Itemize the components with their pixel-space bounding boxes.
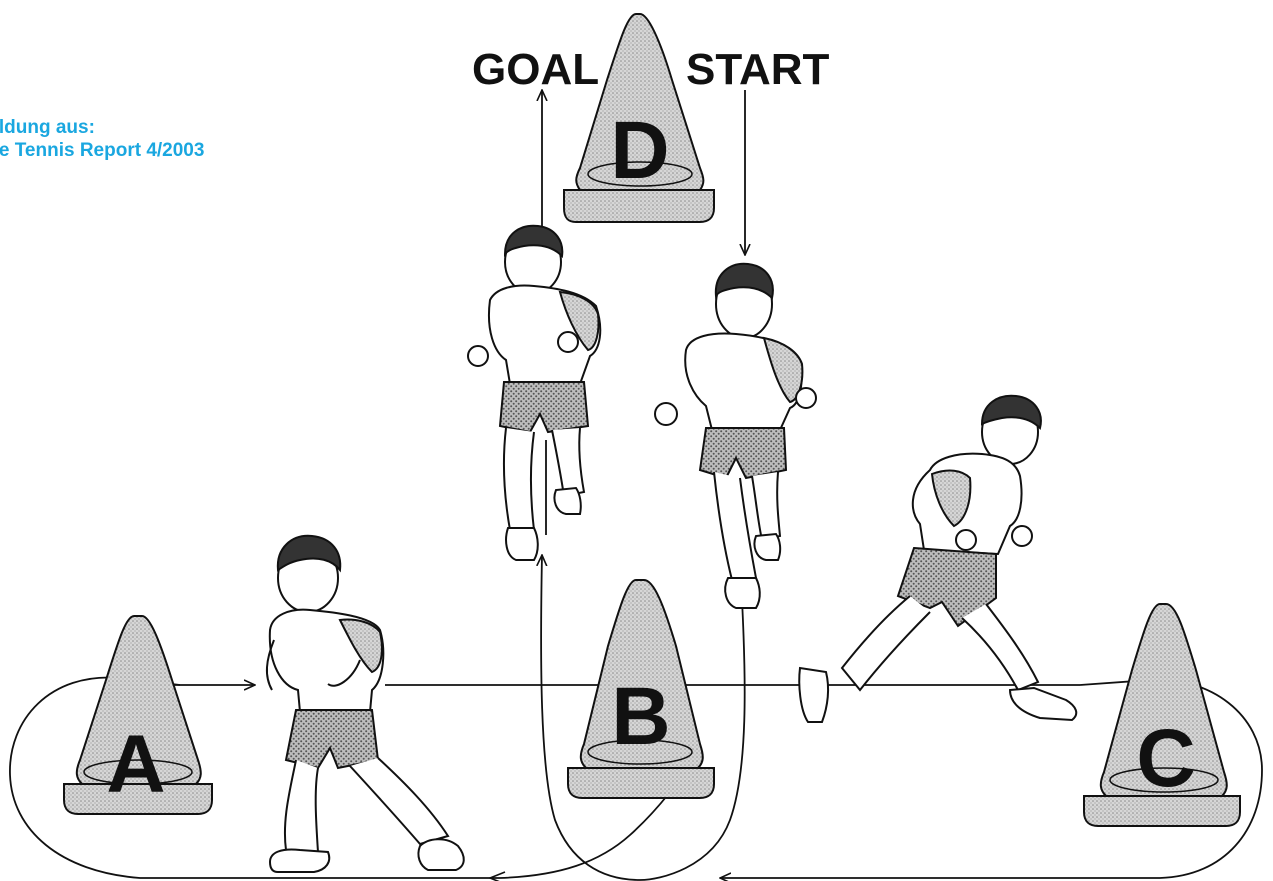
cone-c-label: C <box>1136 713 1195 804</box>
cone-b-label: B <box>611 671 670 762</box>
start-label: START <box>686 45 830 94</box>
runner-figure <box>267 536 464 872</box>
arrow-icon <box>490 872 505 881</box>
cone-c: C <box>1084 604 1240 826</box>
runner-figure <box>799 396 1076 722</box>
cone-a-label: A <box>106 719 165 810</box>
goal-label: GOAL <box>472 45 599 94</box>
cone-a: A <box>64 616 212 814</box>
cone-d-label: D <box>610 105 669 196</box>
runner-figure <box>655 264 816 608</box>
cone-b: B <box>568 580 714 798</box>
runner-figure <box>468 226 600 560</box>
